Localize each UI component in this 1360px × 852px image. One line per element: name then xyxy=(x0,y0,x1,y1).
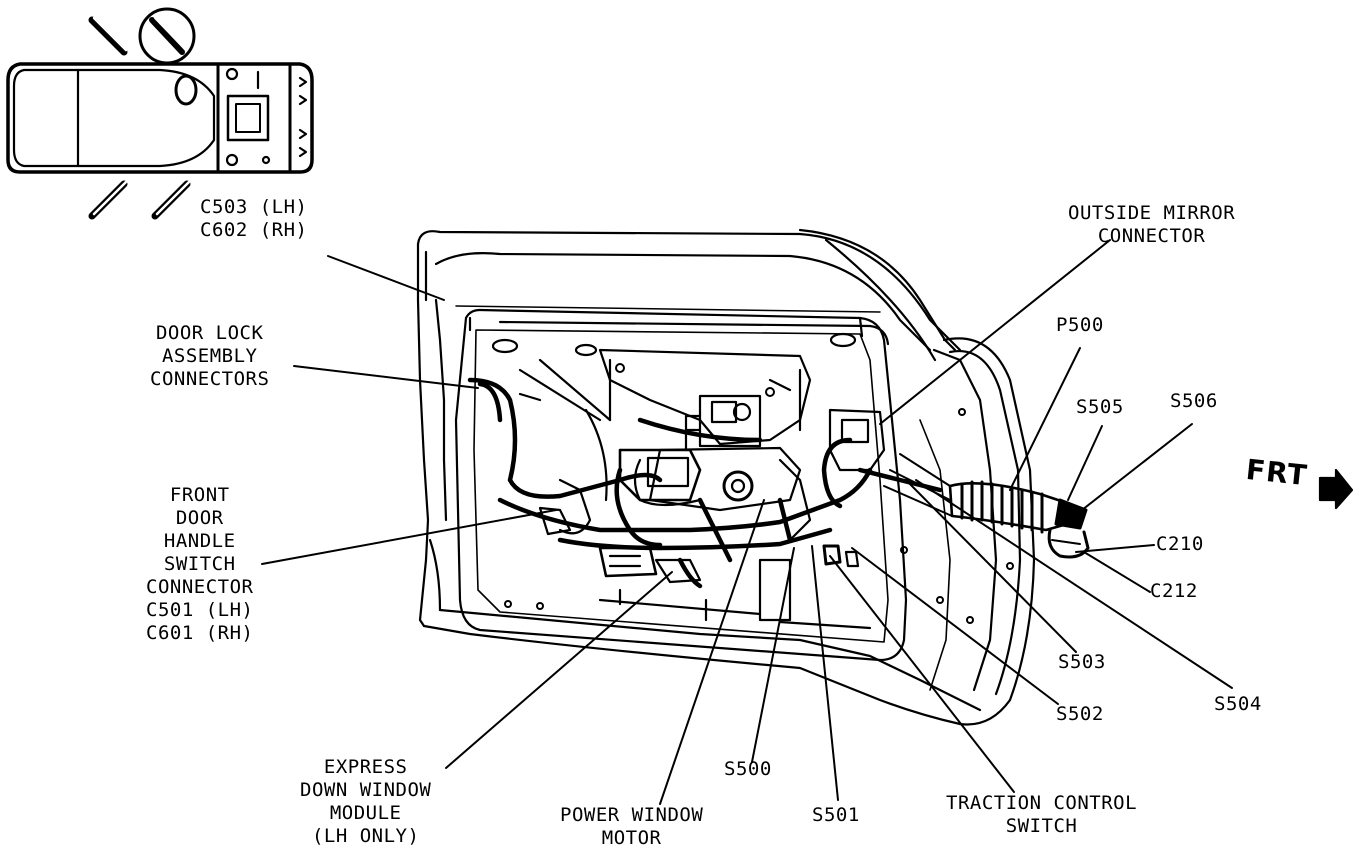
label-c210: C210 xyxy=(1156,533,1204,555)
window-regulator xyxy=(518,348,886,630)
leader-s504 xyxy=(915,479,1233,689)
label-c212: C212 xyxy=(1150,580,1198,602)
label-s503: S503 xyxy=(1058,651,1106,673)
vehicle-top-view-icon xyxy=(6,7,314,220)
leader-s501 xyxy=(811,545,839,801)
leader-door-lock xyxy=(293,365,479,389)
leader-p500 xyxy=(1009,347,1081,491)
leader-s503 xyxy=(905,479,1077,653)
label-s504: S504 xyxy=(1214,693,1262,715)
leader-lines xyxy=(261,239,1233,805)
label-s500: S500 xyxy=(724,758,772,780)
door-harness-grommet xyxy=(883,453,1090,559)
leader-express-down xyxy=(445,571,673,769)
label-s501: S501 xyxy=(812,804,860,826)
leader-s500 xyxy=(751,547,795,763)
leader-s502 xyxy=(851,547,1059,705)
label-s505: S505 xyxy=(1076,396,1124,418)
label-power-window-motor: POWER WINDOW MOTOR xyxy=(560,804,704,849)
leader-power-window-motor xyxy=(659,499,765,805)
label-s506: S506 xyxy=(1170,390,1218,412)
label-c503-c602: C503 (LH) C602 (RH) xyxy=(200,196,308,241)
label-outside-mirror-connector: OUTSIDE MIRROR CONNECTOR xyxy=(1068,202,1236,247)
leader-handle-switch xyxy=(261,509,557,565)
leader-s506 xyxy=(1081,423,1193,511)
right-arrow-icon xyxy=(1318,468,1354,510)
leader-traction-control xyxy=(829,555,1015,793)
label-front-door-handle-switch: FRONT DOOR HANDLE SWITCH CONNECTOR C501 … xyxy=(146,484,254,644)
label-p500: P500 xyxy=(1056,314,1104,336)
leader-c503 xyxy=(327,255,445,301)
leader-c210 xyxy=(1075,544,1155,553)
label-frt: FRT xyxy=(1244,452,1310,493)
leader-s505 xyxy=(1067,425,1103,501)
label-express-down-window-module: EXPRESS DOWN WINDOW MODULE (LH ONLY) xyxy=(300,756,432,847)
wiring-harness xyxy=(467,377,943,589)
leader-c212 xyxy=(1083,551,1151,593)
label-door-lock-connectors: DOOR LOCK ASSEMBLY CONNECTORS xyxy=(150,322,270,390)
door-fasteners xyxy=(504,363,1014,624)
label-traction-control-switch: TRACTION CONTROL SWITCH xyxy=(946,792,1138,837)
leader-outside-mirror xyxy=(879,239,1111,425)
label-s502: S502 xyxy=(1056,703,1104,725)
